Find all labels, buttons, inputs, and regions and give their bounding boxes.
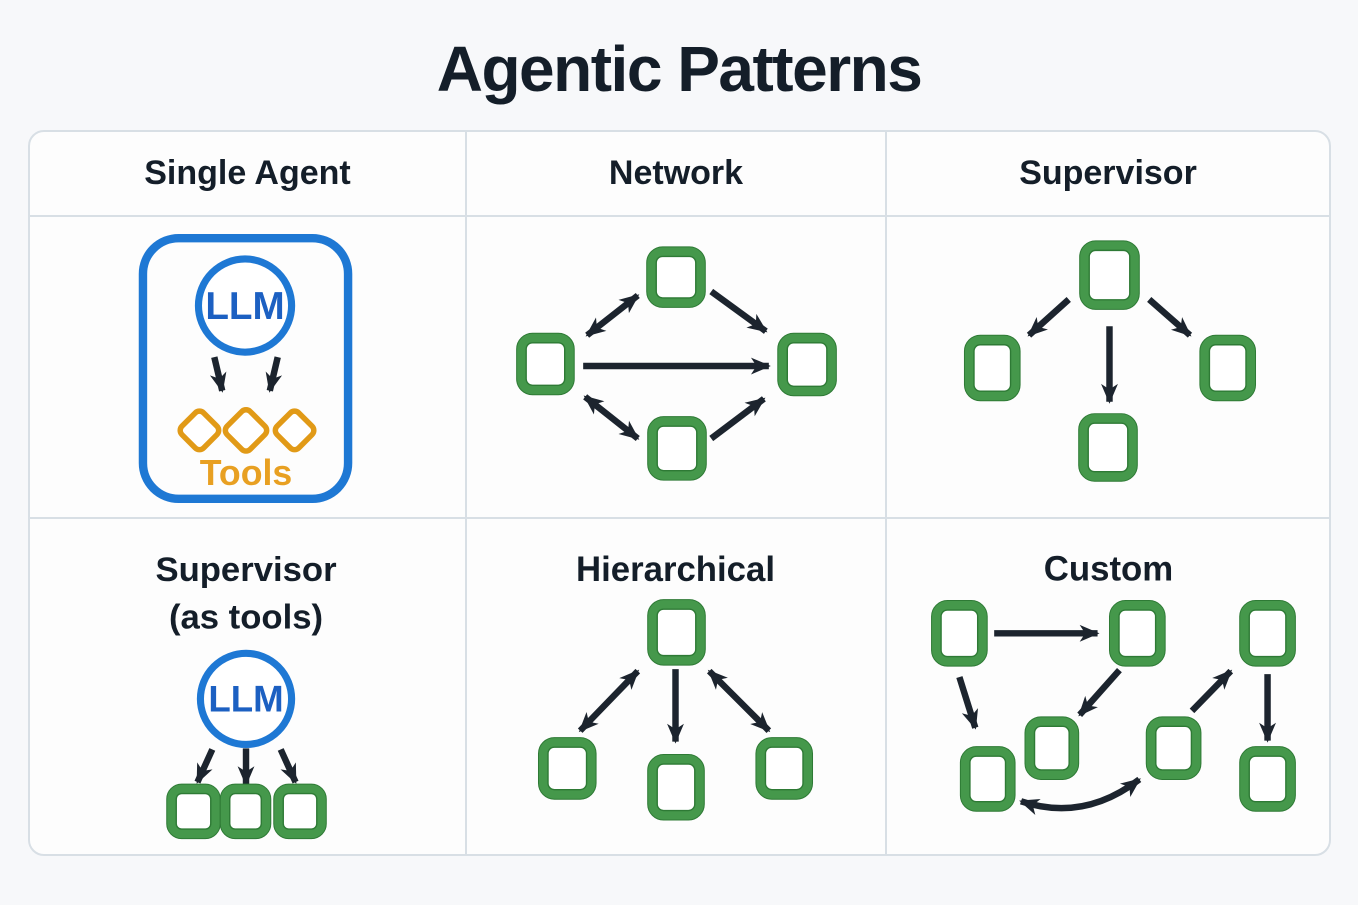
header-label: Supervisor	[1019, 154, 1197, 192]
cell-custom: Custom	[887, 519, 1329, 854]
header-network: Network	[467, 132, 887, 217]
cell-supervisor	[887, 217, 1329, 519]
svg-text:(as tools): (as tools)	[169, 599, 323, 637]
header-label: Network	[608, 154, 744, 192]
header-supervisor: Supervisor	[887, 132, 1329, 217]
cell-network	[467, 217, 887, 519]
supervisor-diagram	[963, 240, 1257, 482]
patterns-table: Single Agent Network Supervisor LLM Tools…	[28, 130, 1331, 856]
page-title: Agentic Patterns	[436, 33, 923, 105]
svg-text:LLM: LLM	[205, 285, 284, 328]
svg-text:Supervisor: Supervisor	[155, 551, 336, 589]
svg-text:Custom: Custom	[1044, 551, 1173, 589]
cell-hierarchical: Hierarchical	[467, 519, 887, 854]
cell-supervisor-as-tools: LLM Supervisor (as tools)	[30, 519, 467, 854]
hierarchical-diagram: Hierarchical	[537, 551, 814, 821]
svg-text:LLM: LLM	[208, 679, 283, 720]
svg-text:Tools: Tools	[200, 453, 292, 493]
supervisor-as-tools-diagram: LLM Supervisor (as tools)	[155, 551, 337, 840]
patterns-grid: Single Agent Network Supervisor LLM Tools…	[30, 132, 1329, 854]
svg-text:Hierarchical: Hierarchical	[576, 551, 775, 589]
header-label: Single Agent	[144, 154, 351, 192]
custom-diagram: Custom	[931, 551, 1296, 815]
single-agent-diagram: LLM Tools	[138, 233, 353, 503]
cell-single-agent: LLM Tools	[30, 217, 467, 519]
network-diagram	[516, 246, 837, 481]
header-single-agent: Single Agent	[30, 132, 467, 217]
